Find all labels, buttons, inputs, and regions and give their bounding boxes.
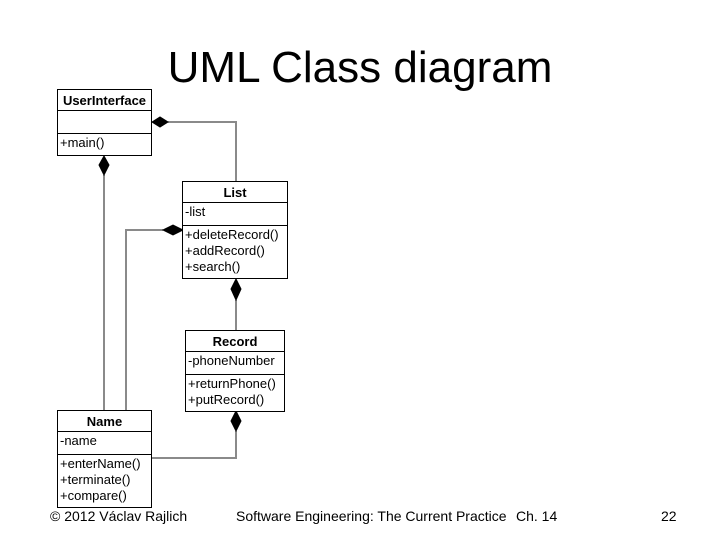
- class-attributes-userinterface: [58, 111, 151, 134]
- attribute: -list: [185, 204, 206, 219]
- footer-page-number: 22: [661, 508, 677, 524]
- footer-course: Software Engineering: The Current Practi…: [236, 508, 507, 524]
- class-userinterface[interactable]: UserInterface +main(): [57, 89, 152, 156]
- slide-title: UML Class diagram: [167, 43, 553, 92]
- composition-diamond-userinterface-list: [151, 116, 169, 128]
- operation: +enterName(): [60, 456, 141, 471]
- operation: +putRecord(): [188, 392, 265, 407]
- composition-diamond-list-record: [230, 277, 242, 302]
- class-name-userinterface: UserInterface: [58, 90, 151, 111]
- connector-list-name: [125, 229, 163, 410]
- attribute: -name: [60, 433, 97, 448]
- class-name-list: List: [183, 182, 287, 203]
- connector-userinterface-list: [168, 121, 237, 181]
- class-operations-name: +enterName() +terminate() +compare(): [58, 455, 151, 505]
- class-record[interactable]: Record -phoneNumber +returnPhone() +putR…: [185, 330, 285, 412]
- footer-chapter: Ch. 14: [516, 508, 558, 524]
- class-attributes-list: -list: [183, 203, 287, 226]
- class-list[interactable]: List -list +deleteRecord() +addRecord() …: [182, 181, 288, 279]
- operation: +deleteRecord(): [185, 227, 279, 242]
- connector-record-name: [152, 431, 237, 459]
- class-attributes-name: -name: [58, 432, 151, 455]
- footer-copyright: © 2012 Václav Rajlich: [50, 508, 188, 524]
- operation: +main(): [60, 135, 105, 150]
- class-operations-record: +returnPhone() +putRecord(): [186, 375, 284, 409]
- class-name-name: Name: [58, 411, 151, 432]
- composition-diamond-userinterface-name: [98, 154, 110, 177]
- operation: +search(): [185, 259, 241, 274]
- class-operations-userinterface: +main(): [58, 134, 151, 152]
- composition-diamond-record-name: [230, 409, 242, 433]
- operation: +returnPhone(): [188, 376, 276, 391]
- operation: +terminate(): [60, 472, 131, 487]
- operation: +compare(): [60, 488, 127, 503]
- class-name[interactable]: Name -name +enterName() +terminate() +co…: [57, 410, 152, 508]
- attribute: -phoneNumber: [188, 353, 275, 368]
- class-attributes-record: -phoneNumber: [186, 352, 284, 375]
- composition-diamond-list-name: [161, 224, 185, 236]
- operation: +addRecord(): [185, 243, 265, 258]
- class-name-record: Record: [186, 331, 284, 352]
- class-operations-list: +deleteRecord() +addRecord() +search(): [183, 226, 287, 276]
